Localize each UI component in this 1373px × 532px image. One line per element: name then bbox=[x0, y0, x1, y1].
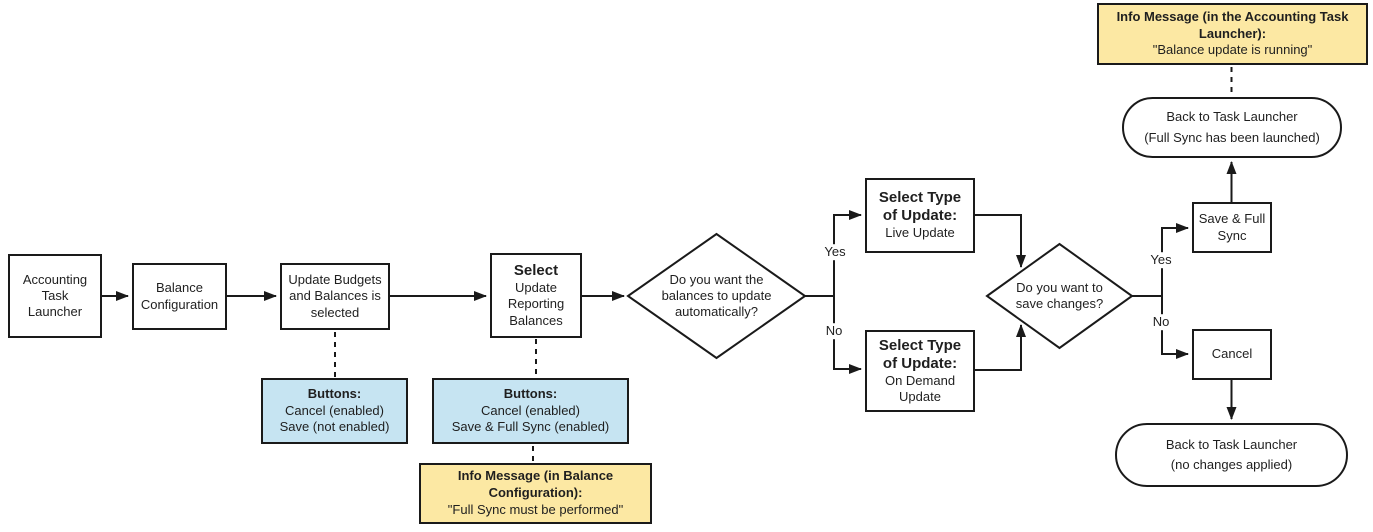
terminator-back-full-sync: Back to Task Launcher (Full Sync has bee… bbox=[1122, 97, 1342, 158]
connector-on-demand-to-decision-save bbox=[975, 324, 1026, 371]
note-title: Buttons: bbox=[307, 385, 362, 401]
connector-live-update-to-decision-save bbox=[975, 214, 1026, 268]
note-title: Info Message (in the Accounting Task Lau… bbox=[1116, 8, 1349, 41]
node-title: Select bbox=[513, 262, 559, 280]
node-update-budgets-selected: Update Budgets and Balances is selected bbox=[280, 263, 390, 330]
edge-label-save-no: No bbox=[1149, 314, 1173, 330]
note-line: Cancel (enabled) bbox=[284, 402, 384, 418]
node-label: On Demand Update bbox=[884, 372, 956, 404]
node-label: Accounting Task Launcher bbox=[22, 271, 88, 320]
node-accounting-task-launcher: Accounting Task Launcher bbox=[8, 254, 102, 338]
node-label: Update Reporting Balances bbox=[507, 280, 565, 328]
node-balance-configuration: Balance Configuration bbox=[132, 263, 227, 330]
note-info-full-sync-required: Info Message (in Balance Configuration):… bbox=[419, 463, 652, 524]
note-title: Info Message (in Balance Configuration): bbox=[457, 468, 614, 501]
decision-auto-update-diamond bbox=[626, 232, 807, 360]
note-body: "Balance update is running" bbox=[1152, 42, 1313, 58]
terminator-back-no-changes: Back to Task Launcher (no changes applie… bbox=[1115, 423, 1348, 487]
edge-label-auto-no: No bbox=[822, 323, 846, 339]
node-title: Select Type of Update: bbox=[878, 189, 962, 225]
note-line: Cancel (enabled) bbox=[480, 402, 580, 418]
terminator-line1: Back to Task Launcher bbox=[1166, 109, 1298, 125]
node-label: Save & Full Sync bbox=[1198, 211, 1266, 243]
edge-label-auto-yes: Yes bbox=[821, 244, 849, 260]
node-select-update-reporting: Select Update Reporting Balances bbox=[490, 253, 582, 338]
node-select-type-on-demand: Select Type of Update: On Demand Update bbox=[865, 330, 975, 412]
note-info-balance-running: Info Message (in the Accounting Task Lau… bbox=[1097, 3, 1368, 65]
node-label: Balance Configuration bbox=[140, 280, 219, 312]
note-buttons-reporting: Buttons: Cancel (enabled) Save & Full Sy… bbox=[432, 378, 629, 444]
edge-label-save-yes: Yes bbox=[1147, 252, 1175, 268]
note-buttons-budgets: Buttons: Cancel (enabled) Save (not enab… bbox=[261, 378, 408, 444]
node-label: Cancel bbox=[1211, 346, 1253, 362]
note-line: Save (not enabled) bbox=[279, 419, 390, 435]
decision-save-changes-label: Do you want to save changes? bbox=[1015, 279, 1104, 311]
connector-auto-no-to-on-demand bbox=[833, 296, 862, 374]
node-label: Update Budgets and Balances is selected bbox=[288, 272, 382, 320]
note-body: "Full Sync must be performed" bbox=[447, 501, 624, 517]
decision-save-changes-diamond bbox=[985, 242, 1134, 350]
terminator-line2: (Full Sync has been launched) bbox=[1144, 129, 1320, 145]
terminator-line1: Back to Task Launcher bbox=[1165, 436, 1298, 452]
node-label: Live Update bbox=[885, 225, 955, 241]
note-line: Save & Full Sync (enabled) bbox=[451, 419, 610, 435]
node-select-type-live: Select Type of Update: Live Update bbox=[865, 178, 975, 253]
node-title: Select Type of Update: bbox=[878, 336, 962, 372]
terminator-line2: (no changes applied) bbox=[1170, 457, 1293, 472]
node-cancel: Cancel bbox=[1192, 329, 1272, 380]
decision-auto-update-label: Do you want the balances to update autom… bbox=[661, 271, 772, 320]
node-save-full-sync: Save & Full Sync bbox=[1192, 202, 1272, 253]
note-title: Buttons: bbox=[503, 385, 558, 401]
